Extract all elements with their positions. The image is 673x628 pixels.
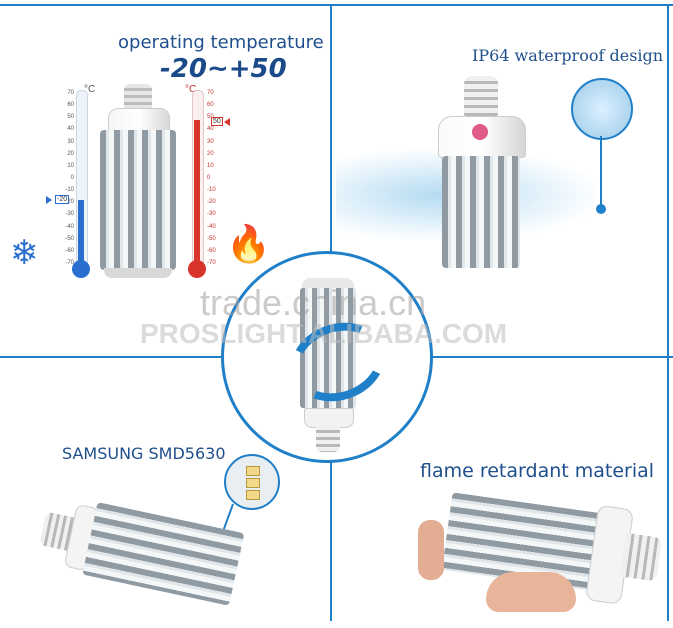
scale-tick-label: -50 (207, 235, 216, 242)
thermometer-fill-right (194, 120, 200, 265)
smd-chip-3 (246, 490, 260, 500)
cold-marker-arrow (46, 196, 52, 204)
scale-tick-label: 70 (67, 90, 74, 96)
watermark-proslight: PROSLIGHT.ALIBABA.COM (140, 318, 508, 349)
scale-tick-label: 0 (70, 175, 74, 181)
snowflake-icon: ❄ (10, 234, 39, 272)
waterproof-detail-callout (571, 78, 633, 140)
scale-tick-label: 70 (207, 90, 214, 96)
scale-tick-label: -10 (207, 187, 216, 194)
samsung-smd-title: SAMSUNG SMD5630 (62, 444, 226, 463)
scale-tick-label: 60 (207, 102, 214, 109)
scale-tick-label: 0 (207, 175, 211, 181)
bulb-base (316, 426, 340, 452)
frame-top (0, 4, 673, 6)
scale-tick-label: 10 (207, 162, 214, 169)
bulb-base (464, 76, 498, 116)
flame-icon: 🔥 (226, 223, 271, 264)
scale-tick-label: -60 (207, 247, 216, 254)
frame-vertical-divider-top (330, 4, 332, 259)
scale-tick-label: 50 (207, 114, 227, 120)
bulb-collar (108, 108, 170, 132)
hot-marker-value: 50 (211, 117, 223, 126)
thermometer-bulb-right (188, 260, 206, 278)
scale-tick-label: -70 (207, 260, 216, 266)
bulb-bottom (104, 268, 172, 278)
bulb-top (302, 278, 354, 290)
hand-fingers (418, 520, 444, 580)
watermark-trade-china: trade.china.cn (200, 282, 427, 323)
frame-horizontal-divider-left (0, 356, 224, 358)
led-corn-bulb-center (298, 278, 358, 458)
bulb-body (82, 502, 245, 606)
thermometer-fill-left (78, 200, 84, 265)
scale-tick-label: -60 (65, 247, 74, 254)
bulb-body (100, 130, 176, 270)
smd-chip-1 (246, 466, 260, 476)
scale-tick-label: -50 (65, 235, 74, 242)
scale-tick-label: 20 (67, 150, 74, 157)
callout-connector (600, 136, 602, 206)
cold-marker-value: -20 (55, 195, 70, 204)
hand-holding-lighter (486, 572, 576, 612)
frame-horizontal-divider-right (430, 356, 673, 358)
bulb-logo (472, 124, 488, 140)
scale-tick-label: 20 (207, 150, 214, 157)
celsius-label-right: °C (185, 84, 197, 95)
flame-retardant-title: flame retardant material (420, 460, 655, 482)
scale-tick-label: 50 (67, 114, 74, 121)
scale-tick-label: -40 (207, 223, 216, 230)
scale-tick-label: -30 (207, 211, 216, 218)
scale-tick-label: 30 (67, 138, 74, 145)
bulb-collar (304, 408, 354, 428)
hot-marker-arrow (224, 118, 230, 126)
smd-chip-callout (224, 454, 280, 510)
scale-tick-label: 30 (207, 138, 214, 145)
waterproof-title: IP64 waterproof design (472, 46, 664, 65)
led-corn-bulb-waterproof (436, 76, 526, 276)
scale-tick-label: -70 (65, 260, 74, 266)
scale-tick-label: 10 (67, 162, 74, 169)
thermometer-bulb-left (72, 260, 90, 278)
scale-tick-label: -20 (207, 199, 216, 206)
frame-vertical-divider-bottom (330, 455, 332, 621)
scale-tick-label: 40 (207, 126, 214, 133)
bulb-base (620, 532, 663, 582)
scale-tick-label: -40 (65, 223, 74, 230)
operating-temperature-title: operating temperature (118, 32, 324, 53)
bulb-body (300, 288, 356, 408)
smd-chip-2 (246, 478, 260, 488)
bulb-body (442, 156, 520, 268)
frame-right (667, 4, 669, 621)
led-corn-bulb-temperature (98, 84, 178, 280)
scale-tick-label: 60 (67, 102, 74, 109)
led-corn-bulb-samsung (31, 478, 249, 627)
callout-connector-dot (596, 204, 606, 214)
bulb-base (124, 84, 152, 110)
temperature-range: -20~+50 (160, 54, 287, 84)
scale-tick-label: -20 (65, 199, 74, 206)
scale-tick-label: 40 (67, 126, 74, 133)
celsius-label-left: °C (84, 84, 96, 95)
scale-tick-label: -10 (65, 187, 74, 194)
scale-tick-label: -30 (65, 211, 74, 218)
center-product-circle (221, 251, 433, 463)
